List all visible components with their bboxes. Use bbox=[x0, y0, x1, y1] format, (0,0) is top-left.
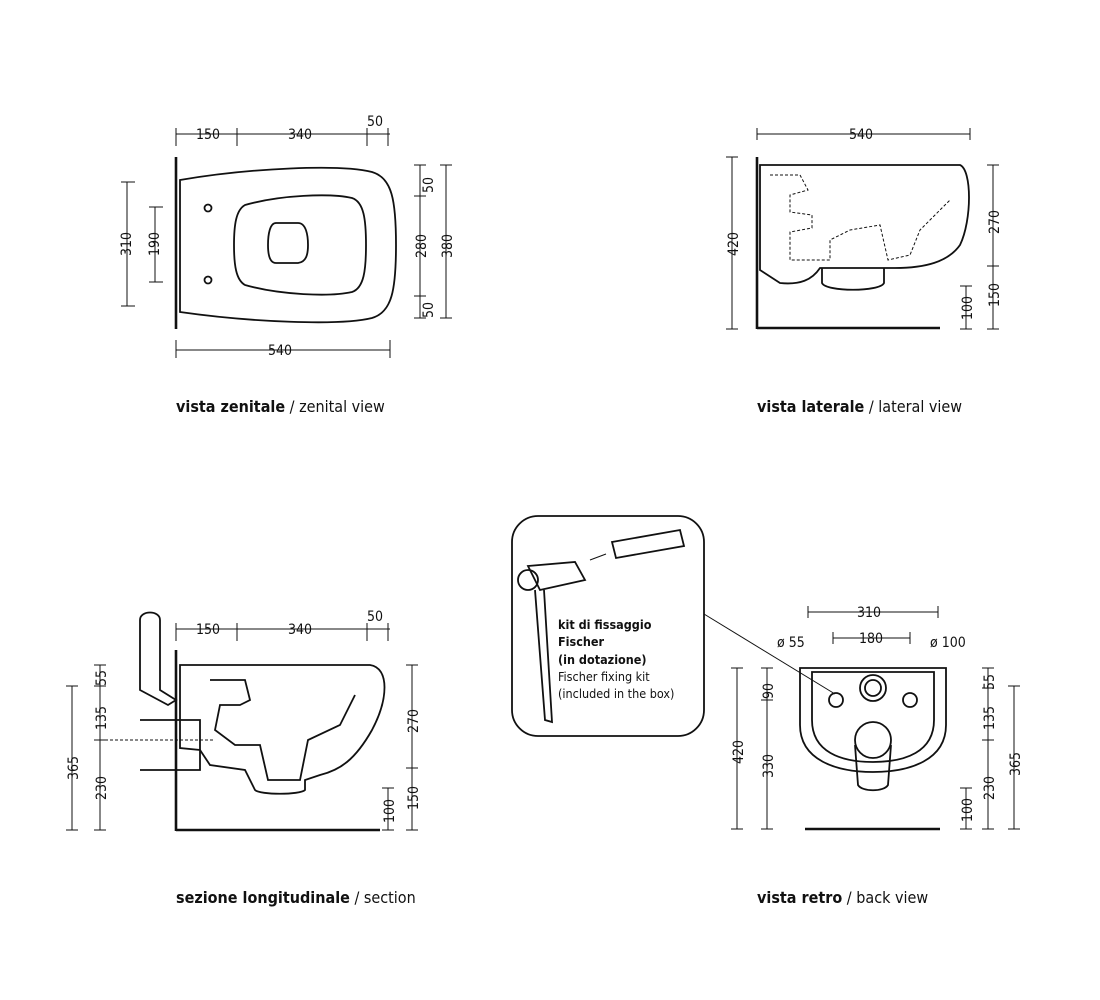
zenital-dim-380: 380 bbox=[440, 234, 456, 258]
zenital-seat bbox=[233, 194, 367, 296]
section-dim-150: 150 bbox=[406, 786, 422, 810]
zenital-fix-hole-bottom bbox=[203, 275, 213, 285]
back-fix-hole-right bbox=[902, 692, 918, 708]
lateral-dim-150: 150 bbox=[987, 283, 1003, 307]
section-dim-135: 135 bbox=[94, 706, 110, 730]
section-dim-50: 50 bbox=[367, 609, 383, 625]
zenital-fix-hole-top bbox=[203, 203, 213, 213]
section-dim-100: 100 bbox=[382, 799, 398, 823]
back-dim-180: 180 bbox=[859, 631, 883, 647]
lateral-outlet bbox=[821, 268, 885, 291]
section-trap bbox=[210, 679, 356, 781]
kit-arrow-icon bbox=[589, 553, 607, 561]
lateral-dim-270: 270 bbox=[987, 210, 1003, 234]
back-dim-310: 310 bbox=[857, 605, 881, 621]
zenital-dim-right-50-bottom: 50 bbox=[421, 302, 437, 318]
section-view: 150 340 50 365 55 135 230 270 150 100 bbox=[66, 609, 422, 907]
section-dim-55: 55 bbox=[94, 670, 110, 686]
kit-line-2: Fischer bbox=[558, 634, 605, 649]
zenital-dim-310: 310 bbox=[119, 232, 135, 256]
back-dim-dia-55: ø 55 bbox=[777, 635, 805, 651]
kit-anchor-icon bbox=[610, 528, 686, 560]
back-dim-420: 420 bbox=[731, 740, 747, 764]
lateral-caption: vista laterale / lateral view bbox=[757, 397, 962, 416]
back-inlet-hole-inner bbox=[864, 679, 882, 697]
back-dim-365: 365 bbox=[1008, 752, 1024, 776]
kit-line-4: Fischer fixing kit bbox=[558, 669, 650, 684]
zenital-dim-right-50-top: 50 bbox=[421, 177, 437, 193]
kit-leader-line bbox=[703, 613, 836, 695]
kit-line-3: (in dotazione) bbox=[558, 652, 647, 667]
zenital-caption: vista zenitale / zenital view bbox=[176, 397, 385, 416]
zenital-bowl-outline bbox=[179, 166, 397, 324]
kit-bolt-icon bbox=[526, 561, 587, 592]
zenital-dim-50: 50 bbox=[367, 114, 383, 130]
section-drain-pipe bbox=[140, 719, 201, 771]
lateral-view: 540 420 270 150 100 vista laterale / lat… bbox=[726, 127, 1003, 416]
back-bowl-inner bbox=[811, 671, 935, 763]
back-view: 310 180 ø 55 ø 100 420 90 330 55 135 230 bbox=[731, 605, 1024, 907]
back-dim-dia-100: ø 100 bbox=[930, 635, 966, 651]
back-dim-100: 100 bbox=[960, 798, 976, 822]
section-dim-230: 230 bbox=[94, 776, 110, 800]
back-dim-135: 135 bbox=[982, 706, 998, 730]
fixing-kit-callout: kit di fissaggio Fischer (in dotazione) … bbox=[511, 515, 836, 737]
back-fix-hole-left bbox=[828, 692, 844, 708]
kit-rod-icon bbox=[534, 589, 553, 724]
back-outlet-spigot bbox=[854, 744, 892, 792]
lateral-dim-540: 540 bbox=[849, 127, 873, 143]
section-flush-pipe bbox=[139, 611, 178, 707]
section-caption: sezione longitudinale / section bbox=[176, 888, 416, 907]
kit-line-5: (included in the box) bbox=[558, 686, 674, 701]
zenital-dim-280: 280 bbox=[414, 234, 430, 258]
back-bowl-outline bbox=[799, 667, 947, 773]
back-outlet-hole bbox=[854, 721, 892, 759]
back-dim-90: 90 bbox=[761, 683, 777, 699]
zenital-view: 150 340 50 540 310 190 50 280 50 bbox=[119, 114, 456, 416]
kit-line-1: kit di fissaggio bbox=[558, 617, 652, 632]
zenital-dim-540: 540 bbox=[268, 343, 292, 359]
kit-frame bbox=[511, 515, 705, 737]
section-dim-340: 340 bbox=[288, 622, 312, 638]
zenital-dim-190: 190 bbox=[147, 232, 163, 256]
section-bowl-outline bbox=[179, 664, 386, 795]
lateral-dim-420: 420 bbox=[726, 232, 742, 256]
zenital-dim-150: 150 bbox=[196, 127, 220, 143]
zenital-bowl-hole bbox=[267, 222, 309, 264]
section-dim-270: 270 bbox=[406, 709, 422, 733]
lateral-dim-100: 100 bbox=[960, 296, 976, 320]
zenital-dim-340: 340 bbox=[288, 127, 312, 143]
lateral-bowl-outline bbox=[759, 164, 970, 285]
section-dim-150: 150 bbox=[196, 622, 220, 638]
back-dim-230: 230 bbox=[982, 776, 998, 800]
back-inlet-hole bbox=[859, 674, 887, 702]
back-caption: vista retro / back view bbox=[757, 888, 928, 907]
back-dim-55: 55 bbox=[982, 674, 998, 690]
kit-washer-icon bbox=[517, 569, 539, 591]
back-dim-330: 330 bbox=[761, 754, 777, 778]
lateral-internal-trap bbox=[770, 174, 951, 261]
section-dim-365: 365 bbox=[66, 756, 82, 780]
